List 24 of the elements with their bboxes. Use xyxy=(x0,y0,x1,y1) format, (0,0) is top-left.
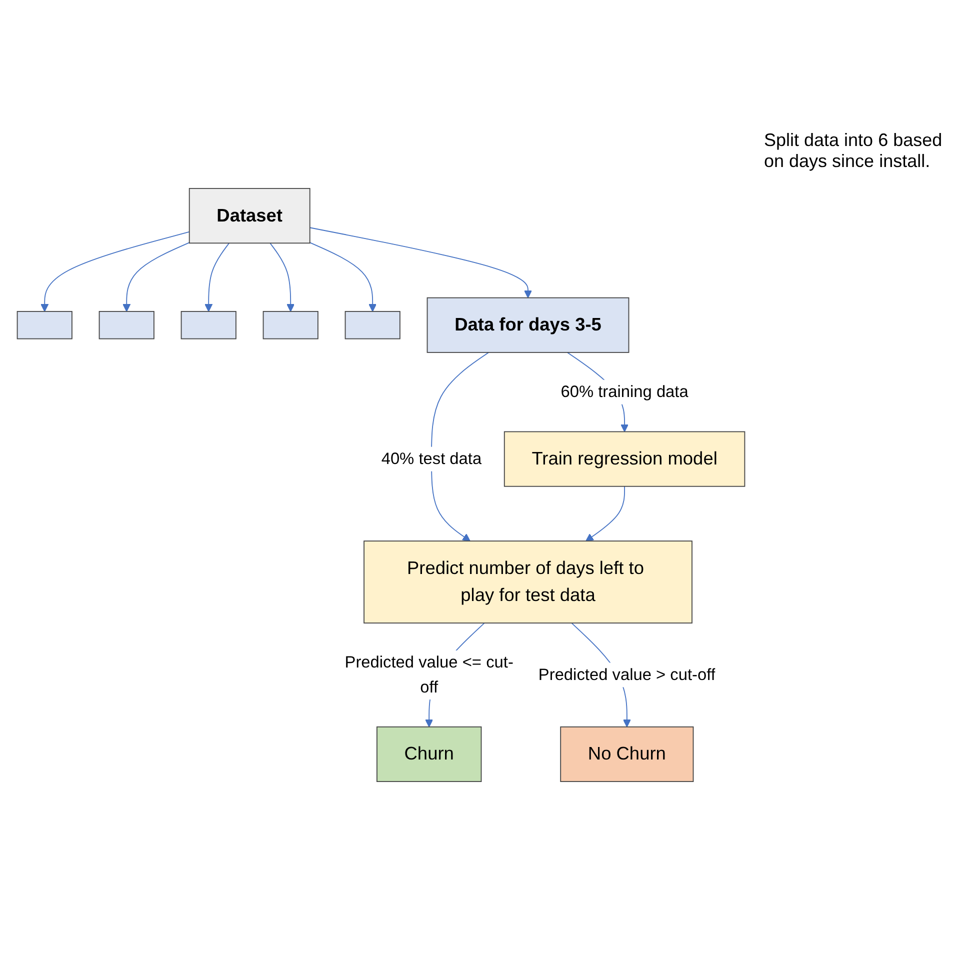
edge-label: 40% test data xyxy=(381,449,482,468)
node-box: Train regression model xyxy=(504,431,746,487)
edge-label: 60% training data xyxy=(560,382,688,401)
arrow xyxy=(40,231,190,312)
arrow xyxy=(270,242,295,312)
node-box: No Churn xyxy=(560,726,694,782)
edge-label: Predicted value > cut-off xyxy=(538,665,716,684)
arrow xyxy=(431,352,490,542)
arrow xyxy=(122,242,190,312)
node-box: Predict number of days left to play for test data xyxy=(364,540,692,624)
node-box xyxy=(98,311,154,340)
edge-label: Predicted value <= cut-off xyxy=(344,653,514,696)
arrow xyxy=(309,227,532,298)
node-box xyxy=(344,311,400,340)
node-box: Churn xyxy=(376,726,482,782)
node-box xyxy=(262,311,318,340)
arrow xyxy=(204,242,230,312)
arrow xyxy=(586,486,625,542)
node-box xyxy=(16,311,72,340)
arrow xyxy=(309,242,377,312)
note-text: Split data into 6 based on days since install. xyxy=(764,130,944,172)
node-box: Data for days 3-5 xyxy=(426,297,630,353)
node-box xyxy=(180,311,236,340)
node-box: Dataset xyxy=(188,188,310,244)
